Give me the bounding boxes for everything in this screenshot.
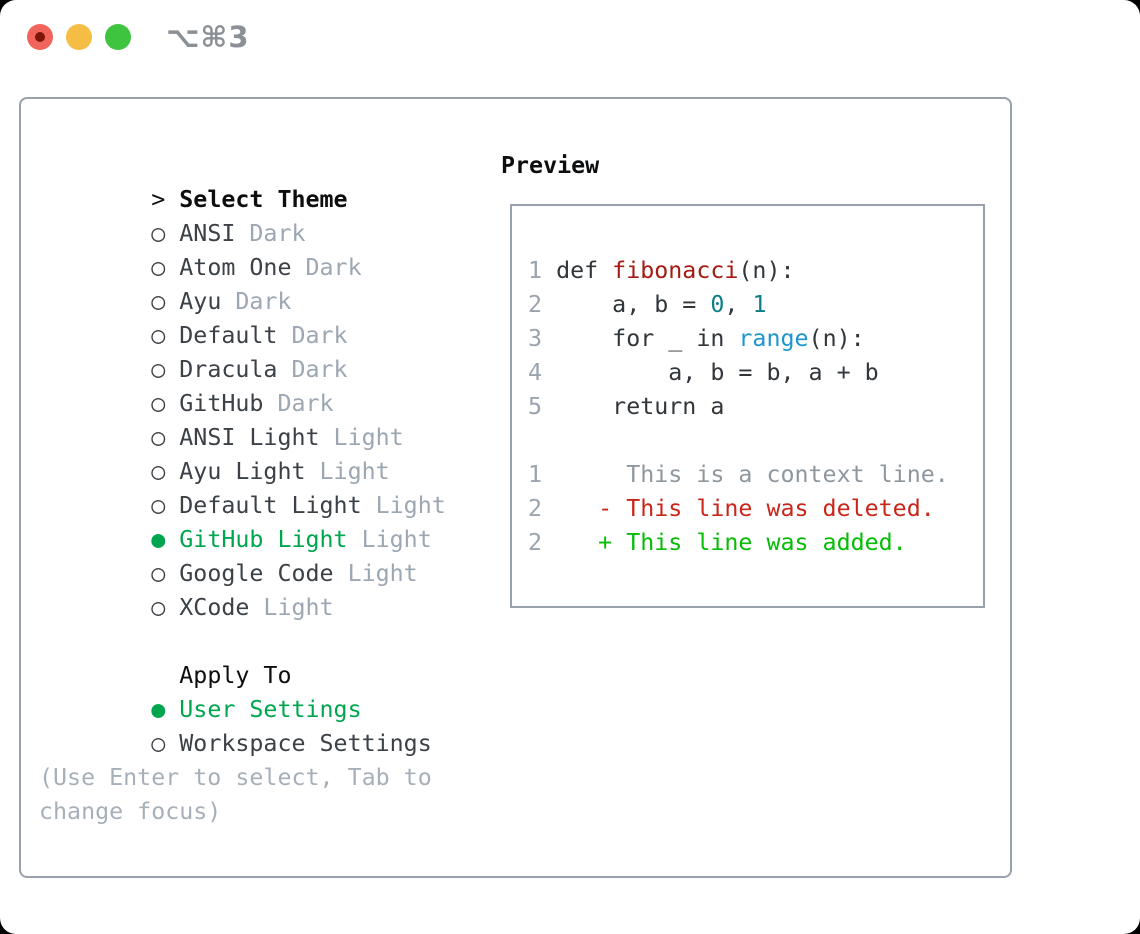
apply-option-user-settings[interactable]: ●User Settings (39, 659, 446, 723)
line-number: 1 (528, 257, 557, 284)
line-number: 2 (528, 291, 557, 318)
apply-to-header: Apply To (39, 625, 446, 689)
theme-select-title: Select Theme (179, 186, 348, 213)
code-line-3: 3 for _ in range(n): (528, 325, 865, 352)
radio-icon: ○ (151, 730, 166, 757)
diff-context-line: 1 This is a context line. (528, 461, 949, 488)
line-number: 3 (528, 325, 557, 352)
radio-icon: ○ (151, 492, 166, 519)
function-name-token: fibonacci (612, 257, 739, 284)
diff-added-line: 2 + This line was added. (528, 529, 907, 556)
preview-pane: 1 def fibonacci(n): 2 a, b = 0, 1 3 for … (510, 204, 985, 608)
radio-icon: ○ (151, 322, 166, 349)
radio-selected-icon: ● (151, 526, 166, 553)
number-token: 1 (752, 291, 767, 318)
code-line-5: 5 return a (528, 393, 725, 420)
radio-icon: ○ (151, 458, 166, 485)
code-line-2: 2 a, b = 0, 1 (528, 291, 767, 318)
line-number: 2 (528, 495, 557, 522)
line-number: 1 (528, 461, 557, 488)
line-number: 2 (528, 529, 557, 556)
radio-icon: ○ (151, 594, 166, 621)
radio-icon: ○ (151, 390, 166, 417)
radio-icon: ○ (151, 254, 166, 281)
radio-icon: ○ (151, 220, 166, 247)
keyboard-hint-line1: (Use Enter to select, Tab to (39, 764, 432, 791)
line-number: 4 (528, 359, 557, 386)
radio-selected-icon: ● (151, 696, 166, 723)
focus-prompt-icon: > (151, 186, 166, 213)
apply-option-workspace-settings[interactable]: ○Workspace Settings (39, 693, 446, 757)
preview-title: Preview (501, 152, 600, 179)
keyboard-hint-line2: change focus) (39, 798, 222, 825)
window-shortcut-label: ⌥⌘3 (166, 20, 250, 54)
apply-to-title: Apply To (179, 662, 292, 689)
diff-deleted-line: 2 - This line was deleted. (528, 495, 935, 522)
radio-icon: ○ (151, 288, 166, 315)
titlebar: ⌥⌘3 (0, 0, 1140, 74)
spacer-line (528, 220, 983, 254)
builtin-token: range (738, 325, 809, 352)
radio-icon: ○ (151, 424, 166, 451)
minimize-button[interactable] (66, 24, 92, 50)
zoom-button[interactable] (105, 24, 131, 50)
close-button[interactable] (27, 24, 53, 50)
radio-icon: ○ (151, 560, 166, 587)
spacer-line (528, 424, 983, 458)
traffic-lights (27, 24, 131, 50)
radio-icon: ○ (151, 356, 166, 383)
code-line-4: 4 a, b = b, a + b (528, 359, 879, 386)
theme-select-header: > Select Theme (39, 149, 446, 213)
code-line-1: 1 def fibonacci(n): (528, 257, 795, 284)
number-token: 0 (710, 291, 725, 318)
line-number: 5 (528, 393, 557, 420)
